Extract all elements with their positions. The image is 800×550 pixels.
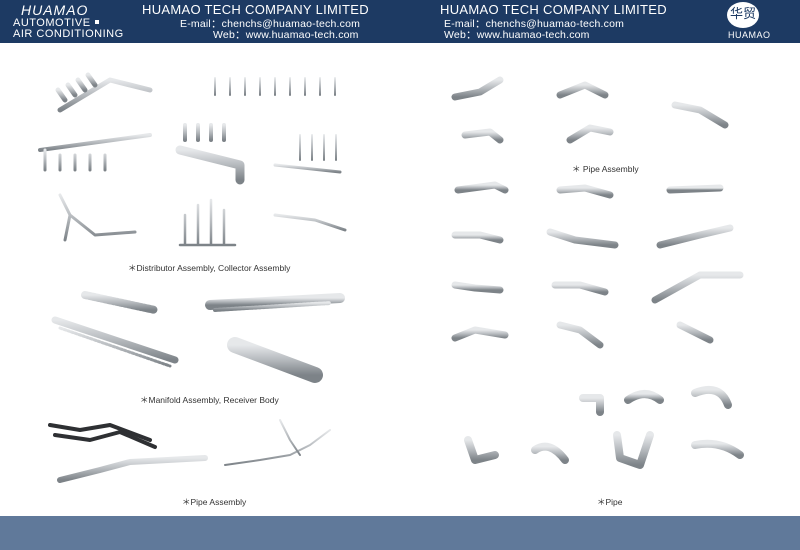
tagline-line1: AUTOMOTIVE (13, 17, 91, 29)
bullet-icon (95, 20, 99, 24)
email-right: E-mail：chenchs@huamao-tech.com (444, 18, 625, 30)
website-left: Web：www.huamao-tech.com (213, 29, 359, 41)
company-logo: 华贸 (727, 2, 759, 28)
product-photos (37, 72, 744, 483)
brand-name: HUAMAO (21, 2, 89, 18)
tagline-line2: AIR CONDITIONING (13, 28, 124, 40)
website-right: Web：www.huamao-tech.com (444, 29, 590, 41)
header-band (0, 0, 800, 43)
caption-pipe-assembly-left: ＊Pipe Assembly (182, 497, 247, 507)
caption-manifold: ＊Manifold Assembly, Receiver Body (140, 395, 279, 405)
logo-wordmark: HUAMAO (728, 30, 771, 40)
manifold-assembly-image (51, 291, 345, 383)
caption-pipe: ＊Pipe (597, 497, 623, 507)
pipe-assembly-right-image (451, 76, 744, 349)
email-left: E-mail：chenchs@huamao-tech.com (180, 18, 361, 30)
company-name-right: HUAMAO TECH COMPANY LIMITED (440, 2, 667, 17)
pipe-assembly-left-image (48, 419, 331, 483)
footer-band (0, 516, 800, 550)
pipe-image (459, 371, 744, 469)
distributor-assembly-image (37, 72, 347, 247)
caption-pipe-assembly-right: ＊ Pipe Assembly (572, 164, 639, 174)
caption-distributor: ＊Distributor Assembly, Collector Assembl… (128, 263, 291, 273)
company-name-left: HUAMAO TECH COMPANY LIMITED (142, 2, 369, 17)
